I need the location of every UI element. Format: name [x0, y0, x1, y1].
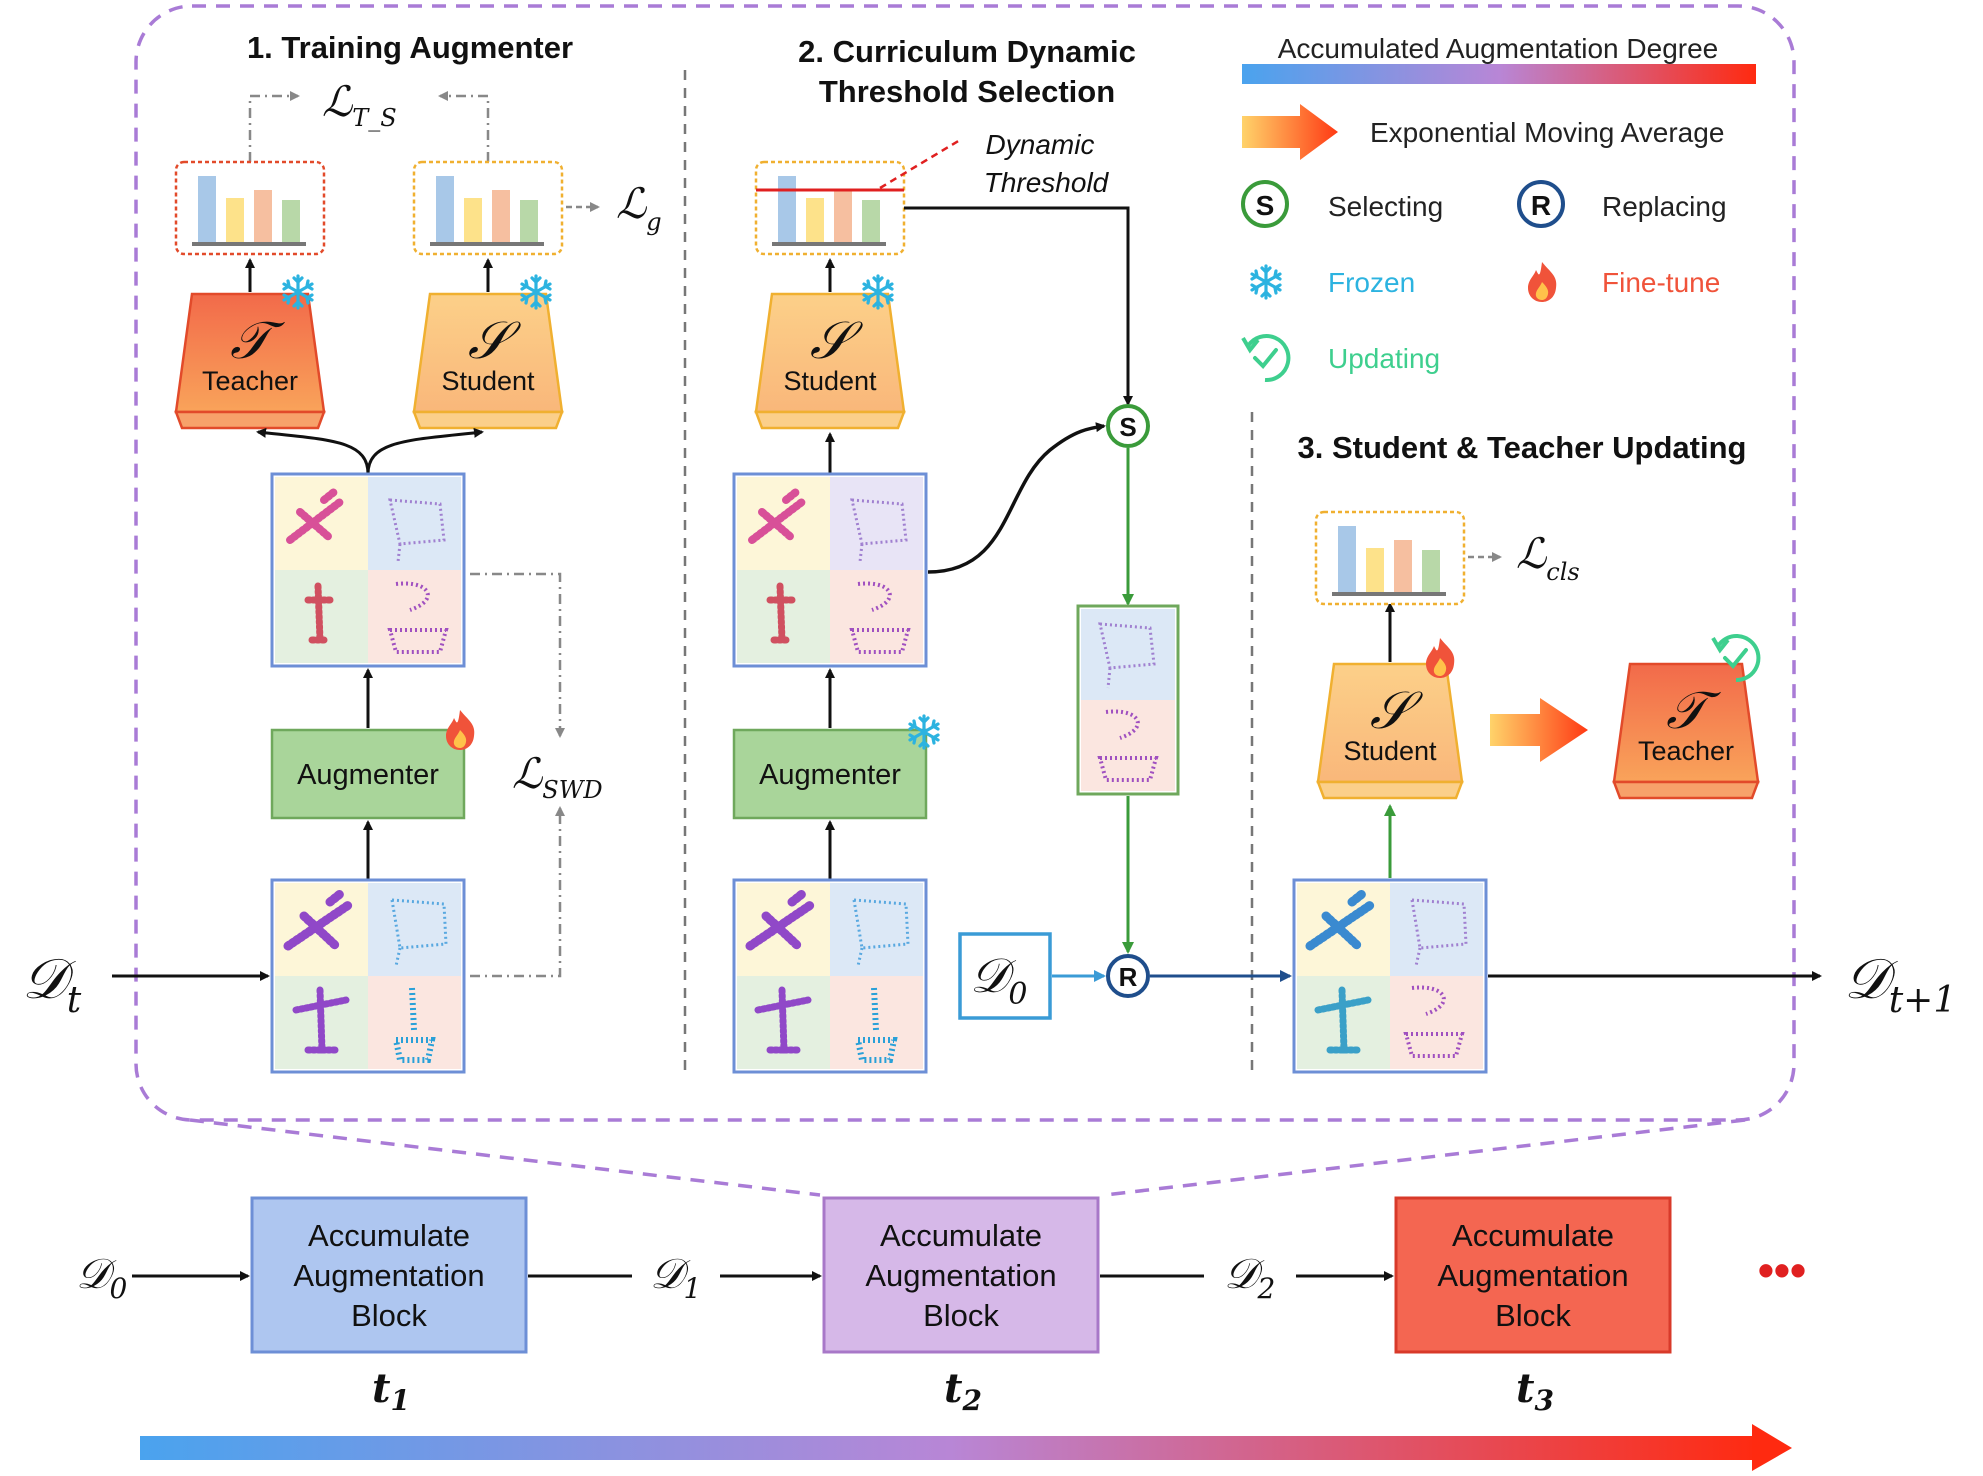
- dataset-dt: 𝒟t: [22, 947, 82, 1021]
- snowflake-icon: [520, 274, 552, 310]
- dataset-d0-bottom: 𝒟0: [76, 1249, 127, 1305]
- section-title-updating: 3. Student & Teacher Updating: [1298, 430, 1747, 465]
- dataset-d0-box: [958, 932, 1052, 1020]
- time-label-t3: t3: [1516, 1365, 1554, 1417]
- legend-finetune-label: Fine-tune: [1602, 267, 1720, 298]
- zoom-line-left: [189, 1118, 821, 1197]
- augmenter-2: [732, 728, 928, 820]
- detail-frame: [134, 4, 1796, 1122]
- snowflake-icon: [282, 274, 314, 310]
- section-title-threshold-line2: Threshold Selection: [819, 74, 1115, 109]
- dataset-d1-bottom: 𝒟1: [650, 1249, 701, 1305]
- time-label-t1: t1: [372, 1365, 410, 1417]
- svg-text:Teacher: Teacher: [202, 366, 298, 396]
- legend-selecting-label: Selecting: [1328, 191, 1443, 222]
- augmented-samples-1: [270, 472, 466, 668]
- svg-text:Augmentation: Augmentation: [293, 1258, 484, 1293]
- dataset-d2-bottom: 𝒟2: [1224, 1249, 1275, 1305]
- updating-icon: [1241, 334, 1291, 383]
- ts-arrow-right: [438, 91, 490, 162]
- legend-updating-label: Updating: [1328, 343, 1440, 374]
- loss-swd: ℒSWD: [512, 749, 603, 804]
- snowflake-icon: [1250, 264, 1282, 300]
- replacing-icon: R: [1517, 180, 1565, 228]
- svg-text:R: R: [1119, 962, 1138, 992]
- threshold-to-selector: [904, 206, 1133, 406]
- svg-text:Teacher: Teacher: [1638, 736, 1734, 766]
- zoom-line-right: [1104, 1118, 1746, 1197]
- student-model-3: 𝒮 Student: [1316, 662, 1464, 800]
- augmented-to-selector: [927, 422, 1106, 574]
- svg-text:S: S: [1256, 190, 1275, 221]
- legend-replacing-label: Replacing: [1602, 191, 1727, 222]
- augmenter-1: [270, 728, 466, 820]
- selecting-node: S: [1106, 404, 1150, 448]
- dataset-d0: 𝒟0: [970, 948, 1027, 1012]
- student-model-2: 𝒮 Student: [754, 292, 906, 430]
- augmented-samples-2: [732, 472, 928, 668]
- ema-arrow: [1490, 698, 1588, 762]
- section-title-threshold-line1: 2. Curriculum Dynamic: [798, 34, 1136, 69]
- threshold-label-1: Dynamic: [986, 129, 1095, 160]
- student-model-1: 𝒮 Student: [412, 292, 564, 430]
- svg-text:Student: Student: [1343, 736, 1437, 766]
- svg-text:Block: Block: [351, 1298, 427, 1333]
- loss-g: ℒg: [616, 179, 662, 236]
- updating-icon: [1711, 634, 1761, 683]
- threshold-label-2: Threshold: [984, 167, 1110, 198]
- dataset-dt1: 𝒟t+1: [1844, 947, 1956, 1021]
- ellipsis: •••: [1758, 1244, 1806, 1296]
- time-label-t2: t2: [944, 1365, 982, 1417]
- threshold-pointer: [879, 138, 961, 190]
- svg-text:Accumulate: Accumulate: [880, 1218, 1042, 1253]
- svg-text:S: S: [1119, 412, 1136, 442]
- ts-arrow-left: [248, 91, 300, 162]
- legend-ema-label: Exponential Moving Average: [1370, 117, 1724, 148]
- legend-ema-arrow: [1242, 104, 1338, 160]
- section-title-training: 1. Training Augmenter: [247, 30, 573, 65]
- teacher-model-1: 𝒯 Teacher: [174, 292, 326, 430]
- flame-icon: [446, 710, 475, 750]
- selecting-icon: S: [1241, 180, 1289, 228]
- swd-arrow-top: [470, 572, 565, 738]
- svg-text:Block: Block: [923, 1298, 999, 1333]
- augmenter-2-label: Augmenter: [759, 759, 901, 791]
- svg-text:Accumulate: Accumulate: [308, 1218, 470, 1253]
- snowflake-icon: [862, 274, 894, 310]
- selected-samples: [1076, 604, 1180, 796]
- svg-text:Augmentation: Augmentation: [865, 1258, 1056, 1293]
- block-t1: Accumulate Augmentation Block: [250, 1196, 528, 1354]
- svg-text:Block: Block: [1495, 1298, 1571, 1333]
- legend-degree-label: Accumulated Augmentation Degree: [1278, 33, 1719, 64]
- input-samples-2: [732, 878, 928, 1074]
- svg-text:R: R: [1531, 190, 1551, 221]
- flame-icon: [1528, 262, 1557, 302]
- swd-arrow-bottom: [470, 806, 565, 978]
- augmenter-1-label: Augmenter: [297, 759, 439, 791]
- updated-samples: [1292, 878, 1488, 1074]
- block-t3: Accumulate Augmentation Block: [1394, 1196, 1672, 1354]
- replacing-node: R: [1106, 954, 1150, 998]
- flame-icon: [1426, 638, 1455, 678]
- input-samples-1: [270, 878, 466, 1074]
- svg-text:Student: Student: [783, 366, 877, 396]
- teacher-model-3: 𝒯 Teacher: [1612, 662, 1760, 800]
- block-t2: Accumulate Augmentation Block: [822, 1196, 1100, 1354]
- loss-cls: ℒcls: [1516, 529, 1580, 586]
- svg-text:Augmentation: Augmentation: [1437, 1258, 1628, 1293]
- degree-progress-arrow: [140, 1424, 1792, 1471]
- legend-degree-bar: [1242, 64, 1756, 84]
- svg-text:Student: Student: [441, 366, 535, 396]
- legend-frozen-label: Frozen: [1328, 267, 1415, 298]
- loss-ts: ℒT_S: [322, 77, 397, 132]
- svg-text:Accumulate: Accumulate: [1452, 1218, 1614, 1253]
